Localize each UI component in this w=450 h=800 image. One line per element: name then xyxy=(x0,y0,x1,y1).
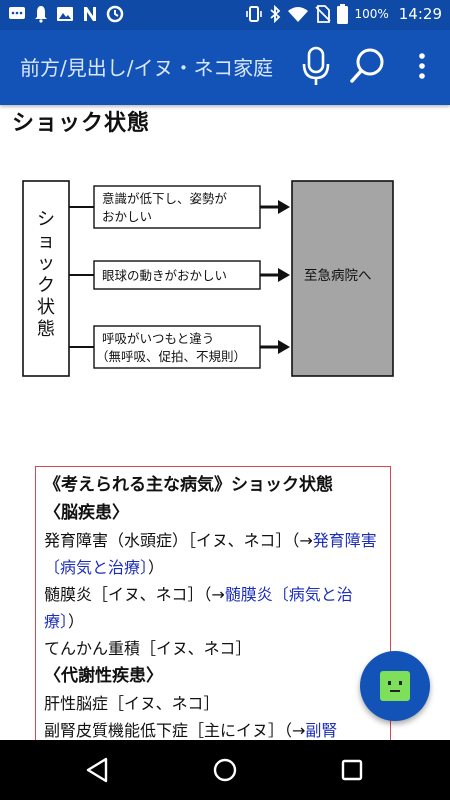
entry-text-end: ） xyxy=(68,612,85,631)
character-face-icon xyxy=(380,671,410,701)
possible-diseases-box: 《考えられる主な病気》ショック状態 〈脳疾患〉 発育障害（水頭症）［イヌ、ネコ］… xyxy=(35,466,391,740)
diseases-box-title: 《考えられる主な病気》ショック状態 xyxy=(44,475,333,495)
wifi-icon xyxy=(288,7,309,22)
list-item: てんかん重積［イヌ、ネコ］ xyxy=(44,635,384,662)
page-title: ショック状態 xyxy=(12,111,151,136)
status-bar: 100% 14:29 xyxy=(0,0,450,30)
category-brain: 〈脳疾患〉 xyxy=(44,503,129,523)
diagram-symptom-box-1 xyxy=(93,185,261,229)
search-icon xyxy=(350,48,384,83)
category-metabolic: 〈代謝性疾患〉 xyxy=(44,666,163,686)
entry-text: 発育障害（水頭症）［イヌ、ネコ］（→ xyxy=(44,531,313,550)
list-item: 発育障害（水頭症）［イヌ、ネコ］（→発育障害〔病気と治療〕） xyxy=(44,527,384,581)
recents-square-icon xyxy=(341,759,363,781)
image-icon xyxy=(57,7,73,21)
assistant-fab-button[interactable] xyxy=(360,651,430,721)
article-content[interactable]: ショック状態 シ ョ ッ ク 状 態 意識が低下し、姿勢が おかしい 眼球の動き… xyxy=(0,105,450,740)
vibrate-icon xyxy=(246,6,263,22)
entry-text: 髄膜炎［イヌ、ネコ］（→ xyxy=(44,585,225,604)
more-options-button[interactable] xyxy=(410,48,434,84)
diagram-action-box xyxy=(291,180,394,377)
battery-icon xyxy=(337,4,349,24)
entry-text: 肝性脳症［イヌ、ネコ］ xyxy=(44,694,220,713)
bluetooth-icon xyxy=(270,5,281,23)
status-time: 14:29 xyxy=(398,5,442,23)
entry-text-end: ） xyxy=(148,558,165,577)
back-triangle-icon xyxy=(86,757,108,783)
nav-back-button[interactable] xyxy=(82,754,114,786)
link-meningitis[interactable]: 髄膜炎〔病気と治療〕 xyxy=(44,585,353,631)
breadcrumb-title[interactable]: 前方/見出し/イヌ・ネコ家庭 xyxy=(20,56,274,80)
status-system: 100% 14:29 xyxy=(245,4,442,24)
diagram-condition-label-2: ョ xyxy=(37,231,55,252)
link-adrenal[interactable]: 副腎 xyxy=(305,721,338,740)
diagram-symptom-1-line1: 意識が低下し、姿勢が xyxy=(102,191,228,206)
nav-home-button[interactable] xyxy=(209,754,241,786)
diagram-arrowhead-2 xyxy=(278,268,290,282)
n-icon xyxy=(84,7,96,21)
home-circle-icon xyxy=(213,758,237,782)
app-icon xyxy=(106,5,124,23)
diagram-condition-label-3: ッ xyxy=(37,253,55,274)
battery-percent: 100% xyxy=(354,7,389,21)
app-bar: 前方/見出し/イヌ・ネコ家庭 xyxy=(0,30,450,105)
diagram-condition-label-6: 態 xyxy=(37,319,55,340)
list-item: 髄膜炎［イヌ、ネコ］（→髄膜炎〔病気と治療〕） xyxy=(44,581,384,635)
list-item: 肝性脳症［イヌ、ネコ］ xyxy=(44,690,384,717)
shock-flow-diagram: シ ョ ッ ク 状 態 意識が低下し、姿勢が おかしい 眼球の動きがおかしい 呼… xyxy=(22,180,394,377)
diagram-condition-label-1: シ xyxy=(37,209,55,230)
diagram-symptom-box-3 xyxy=(93,325,261,369)
microphone-icon xyxy=(302,46,330,85)
diagram-symptom-1-line2: おかしい xyxy=(102,209,152,224)
diagram-symptom-3-line2: （無呼吸、促拍、不規則） xyxy=(96,349,246,364)
status-notifications xyxy=(8,5,124,23)
system-nav-bar xyxy=(0,740,450,800)
diagram-symptom-2-line1: 眼球の動きがおかしい xyxy=(102,268,227,283)
list-item: 副腎皮質機能低下症［主にイヌ］（→副腎 xyxy=(44,717,384,740)
link-developmental-disorder[interactable]: 発育障害〔病気と治療〕 xyxy=(44,531,377,577)
nav-recents-button[interactable] xyxy=(336,754,368,786)
notification-icon xyxy=(35,6,47,23)
diagram-arrowhead-1 xyxy=(278,200,290,214)
message-icon xyxy=(9,7,25,19)
diagram-symptom-3-line1: 呼吸がいつもと違う xyxy=(102,331,214,346)
no-sim-icon xyxy=(315,5,332,23)
entry-text: てんかん重積［イヌ、ネコ］ xyxy=(44,639,252,658)
diagram-arrowhead-3 xyxy=(278,340,290,354)
more-vert-icon xyxy=(419,53,425,79)
diagram-condition-box xyxy=(22,180,70,377)
entry-text: 副腎皮質機能低下症［主にイヌ］（→ xyxy=(44,721,306,740)
diagram-condition-label-5: 状 xyxy=(37,297,55,318)
diagram-condition-label-4: ク xyxy=(37,275,55,296)
search-button[interactable] xyxy=(348,44,388,88)
voice-search-button[interactable] xyxy=(296,44,336,88)
diagram-action-label: 至急病院へ xyxy=(304,268,372,284)
